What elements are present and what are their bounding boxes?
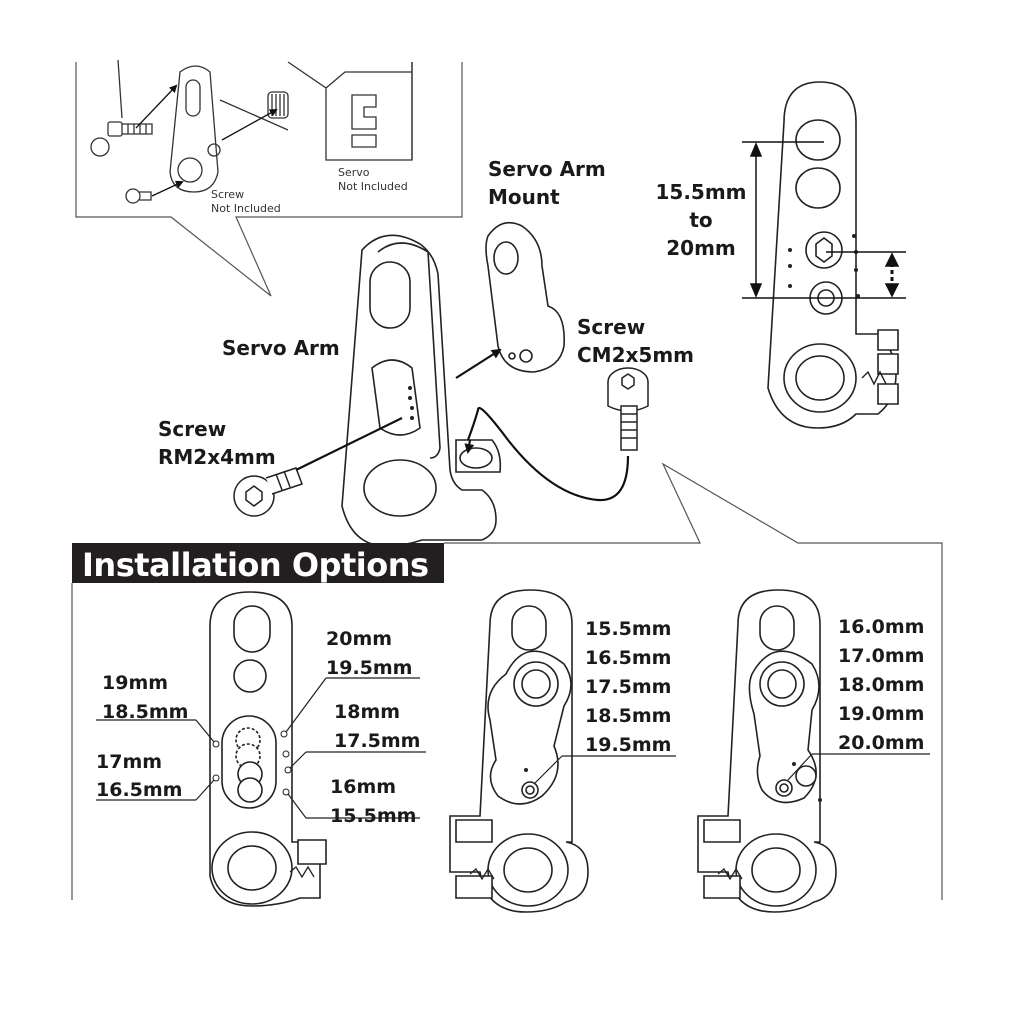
option2-label: 15.5mm <box>585 618 672 640</box>
option1-right-label: 17.5mm <box>334 730 421 752</box>
option3-spring <box>717 867 743 881</box>
dimension-lines <box>742 141 906 299</box>
servo-arm-label: Servo Arm <box>222 336 340 360</box>
screw-cm-label: Screw CM2x5mm <box>577 315 694 367</box>
servo-arm-mount-label: Servo Arm Mount <box>488 157 606 209</box>
option1-left-label: 16.5mm <box>96 779 183 801</box>
detail-arm-holes <box>788 234 860 298</box>
main-arm-holes <box>408 386 414 420</box>
option1-spring <box>289 865 315 879</box>
option3-label: 20.0mm <box>838 732 925 754</box>
option1-leader-lines <box>96 677 426 819</box>
servo-arm-mount-part <box>485 221 565 373</box>
main-arrows <box>295 348 630 502</box>
installation-options-banner <box>72 543 444 583</box>
options-frame <box>71 462 943 900</box>
option2-label: 19.5mm <box>585 734 672 756</box>
option3-holes <box>792 762 822 802</box>
option3-arm <box>697 589 837 913</box>
screw-rm-part <box>233 467 303 517</box>
screw-rm-label: Screw RM2x4mm <box>158 417 276 469</box>
inset-screw-note: Screw Not Included <box>211 188 281 216</box>
detail-spring <box>861 370 887 386</box>
option2-label: 16.5mm <box>585 647 672 669</box>
installation-options-title: Installation Options <box>82 546 429 584</box>
option3-label: 17.0mm <box>838 645 925 667</box>
option1-holes <box>212 730 292 796</box>
detail-arm <box>767 81 899 429</box>
option2-spring <box>469 867 495 881</box>
inset-servo-drawing <box>90 59 413 204</box>
option2-label: 18.5mm <box>585 705 672 727</box>
option3-label: 19.0mm <box>838 703 925 725</box>
option3-leader-lines <box>787 753 930 781</box>
option2-label: 17.5mm <box>585 676 672 698</box>
screw-cm-part <box>607 367 649 451</box>
option1-left-label: 19mm <box>102 672 169 694</box>
option1-right-label: 20mm <box>326 628 393 650</box>
servo-arm-main <box>341 234 502 547</box>
option1-left-label: 18.5mm <box>102 701 189 723</box>
range-label: 15.5mm to 20mm <box>655 180 747 260</box>
inset-arrows <box>135 84 278 197</box>
option2-holes <box>524 768 528 772</box>
inset-callout <box>75 62 463 297</box>
option1-arm <box>209 591 327 907</box>
option1-right-label: 15.5mm <box>330 805 417 827</box>
option2-arm <box>449 589 589 913</box>
option1-right-label: 16mm <box>330 776 397 798</box>
option2-leader-lines <box>533 755 676 785</box>
inset-servo-note: Servo Not Included <box>338 166 408 194</box>
option3-label: 16.0mm <box>838 616 925 638</box>
option1-right-label: 18mm <box>334 701 401 723</box>
option1-left-label: 17mm <box>96 751 163 773</box>
option3-label: 18.0mm <box>838 674 925 696</box>
option1-right-label: 19.5mm <box>326 657 413 679</box>
